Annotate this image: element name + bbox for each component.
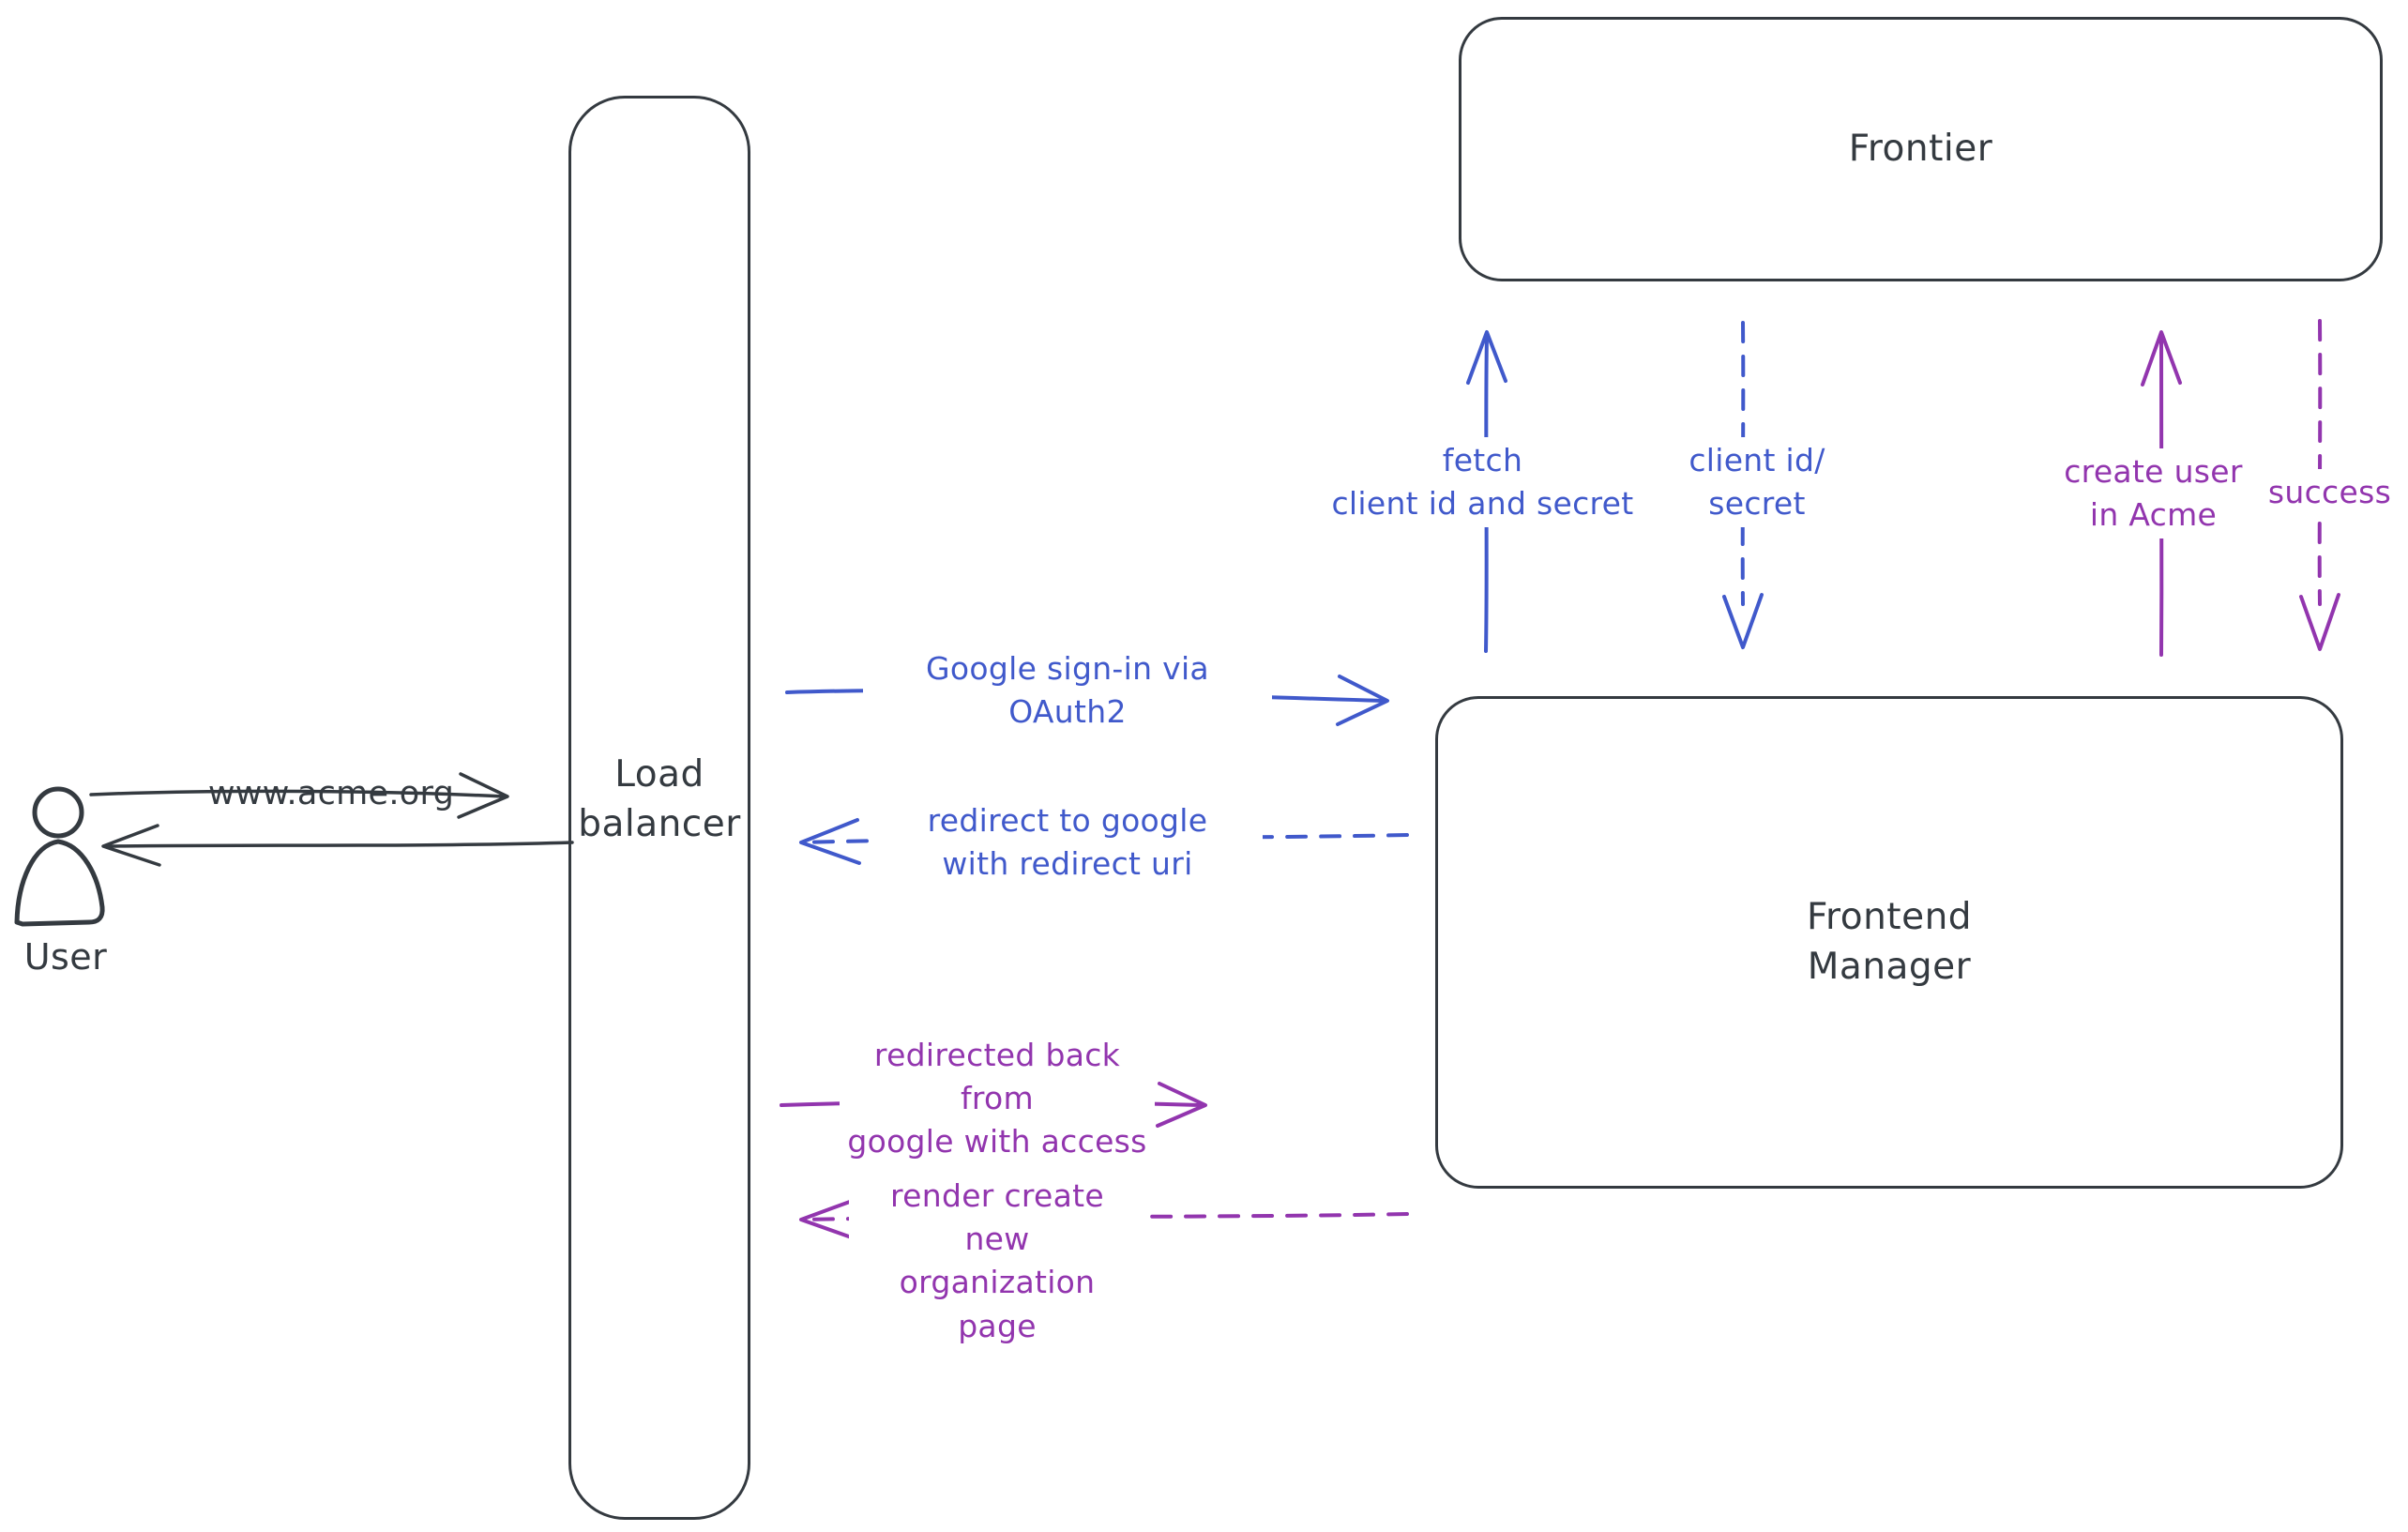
frontier-node: Frontier xyxy=(1459,17,2383,281)
frontend-manager-node: Frontend Manager xyxy=(1435,696,2343,1189)
label-www-request: www.acme.org xyxy=(207,775,455,812)
label-google-signin: Google sign-in via OAuth2 xyxy=(863,645,1272,736)
frontend-manager-label: Frontend Manager xyxy=(1806,895,1973,988)
load-balancer-node xyxy=(568,96,750,1520)
label-create-user: create user in Acme xyxy=(2026,448,2280,539)
frontier-label: Frontier xyxy=(1848,127,1993,170)
load-balancer-label: Load balancer xyxy=(578,753,741,845)
label-redirect-google: redirect to google with redirect uri xyxy=(872,797,1263,888)
user-icon xyxy=(14,786,105,927)
label-client-id-secret: client id/ secret xyxy=(1656,437,1858,528)
label-render-org-page: render create new organization page xyxy=(849,1173,1145,1350)
arrow-www-request xyxy=(89,772,509,819)
label-fetch-client-secret: fetch client id and secret xyxy=(1299,437,1666,528)
user-label: User xyxy=(23,936,108,978)
label-success: success xyxy=(2240,469,2408,517)
arrow-lb-response xyxy=(101,824,574,867)
